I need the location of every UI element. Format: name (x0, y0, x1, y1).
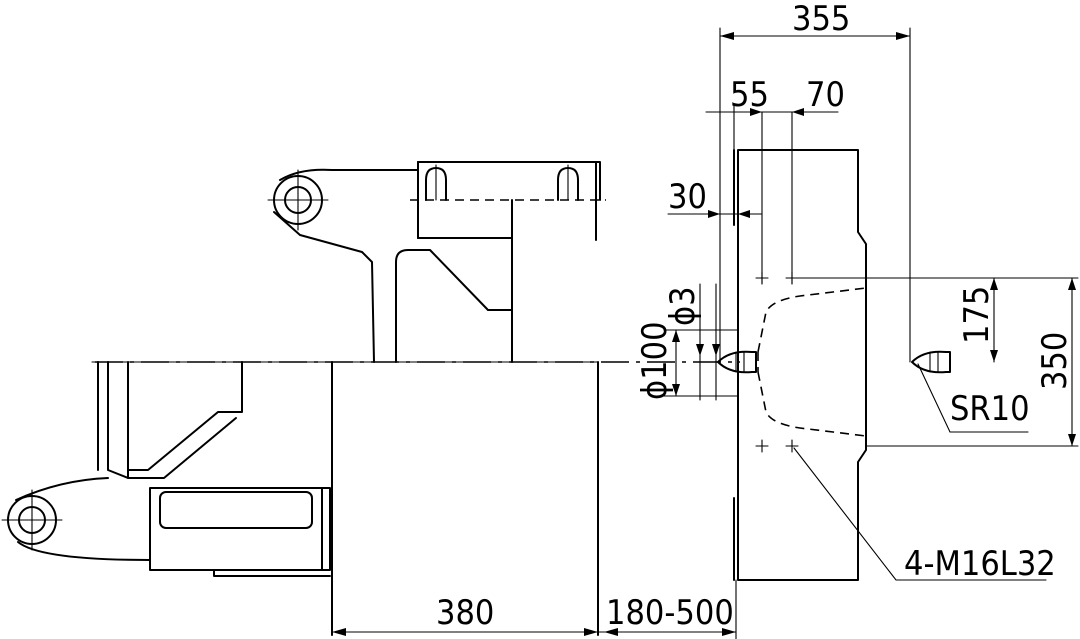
dim-55-label: 55 (730, 75, 769, 115)
dim-bolt-spec-label: 4-M16L32 (904, 544, 1056, 584)
dim-175-label: 175 (957, 286, 997, 344)
dim-phi100-label: ϕ100 (635, 321, 675, 400)
dim-180-500-label: 180-500 (606, 593, 734, 633)
fixed-platen (717, 111, 951, 581)
dim-380-label: 380 (436, 593, 494, 633)
dim-355-label: 355 (792, 0, 850, 39)
dim-phi3-label: ϕ3 (663, 286, 703, 326)
dim-350-label: 350 (1035, 332, 1075, 390)
dim-30-label: 30 (668, 177, 707, 217)
dimension-lines (331, 27, 1079, 639)
dim-70-label: 70 (806, 75, 845, 115)
dim-sr10-label: SR10 (950, 389, 1030, 429)
toggle-mechanism (1, 161, 606, 636)
